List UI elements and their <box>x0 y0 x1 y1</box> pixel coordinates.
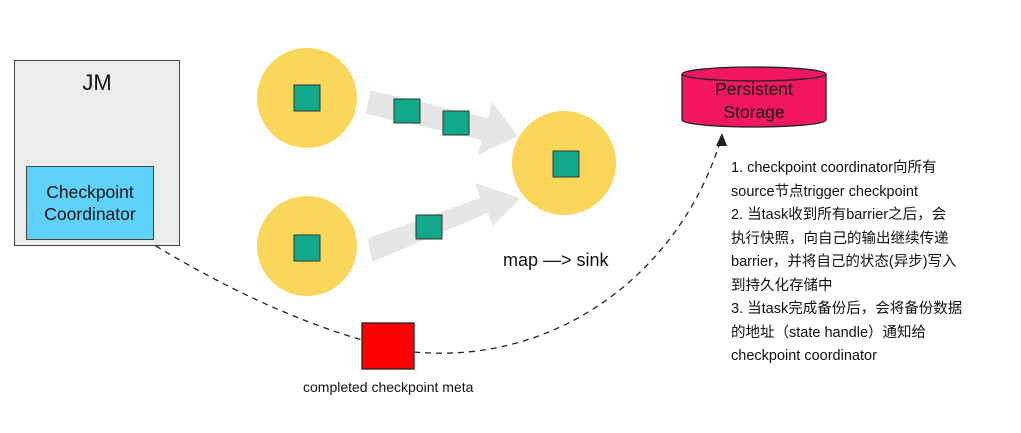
barrier-square <box>393 98 421 124</box>
notes-line: 2. 当task收到所有barrier之后，会 <box>731 207 947 223</box>
notes-line: barrier，并将自己的状态(异步)写入 <box>731 254 957 270</box>
notes-line: 到持久化存储中 <box>731 277 833 294</box>
persistent-storage-cylinder-top <box>681 66 827 82</box>
checkpoint-meta-block <box>361 322 415 370</box>
barrier-square <box>415 214 443 240</box>
flow-arrow-lower <box>368 183 520 262</box>
checkpoint-coordinator-label-line2: Coordinator <box>44 204 136 224</box>
checkpoint-steps-notes: 1. checkpoint coordinator向所有 source节点tri… <box>731 157 1011 369</box>
flow-arrow-upper <box>366 90 518 155</box>
meta-dashed-path-left <box>145 239 363 341</box>
persistent-storage-label: Persistent Storage <box>683 78 825 124</box>
job-manager-title: JM <box>82 70 112 95</box>
node-state-square-top <box>293 84 321 112</box>
meta-dashed-path-right <box>413 141 721 354</box>
barrier-square <box>442 110 470 136</box>
notes-line: 1. checkpoint coordinator向所有 <box>731 160 937 176</box>
notes-line: 执行快照，向自己的输出继续传递 <box>731 230 949 247</box>
notes-line: checkpoint coordinator <box>731 348 877 364</box>
persistent-storage-label-line2: Storage <box>723 102 785 122</box>
checkpoint-coordinator-label-line1: Checkpoint <box>46 182 134 202</box>
checkpoint-coordinator-box: Checkpoint Coordinator <box>26 166 154 240</box>
persistent-storage-cylinder <box>681 74 827 128</box>
node-state-square-bottom <box>293 234 321 262</box>
notes-line: source节点trigger checkpoint <box>731 183 918 200</box>
notes-line: 3. 当task完成备份后，会将备份数据 <box>731 301 963 317</box>
meta-arrow-head <box>716 133 727 146</box>
checkpoint-meta-label: completed checkpoint meta <box>303 379 474 395</box>
node-state-square-sink <box>552 150 580 178</box>
operator-label: map —> sink <box>503 250 609 270</box>
persistent-storage-label-line1: Persistent <box>715 79 793 99</box>
notes-line: 的地址（state handle）通知给 <box>731 324 927 341</box>
